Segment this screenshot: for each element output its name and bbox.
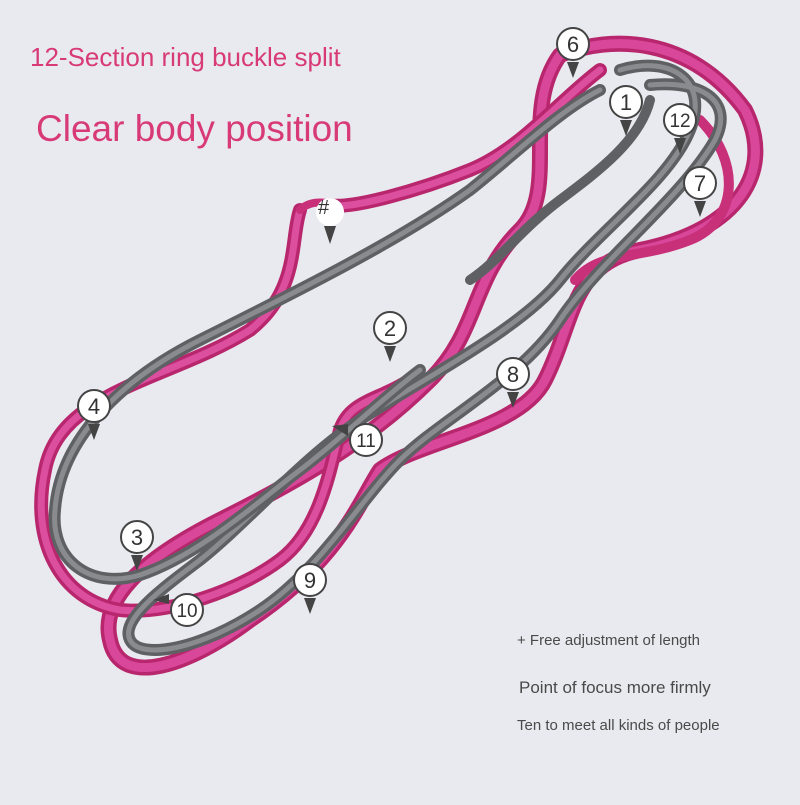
headline-feature: 12-Section ring buckle split: [30, 42, 341, 72]
strap-inner-gray: [48, 59, 727, 656]
marker-4-label: 4: [88, 394, 100, 419]
marker-hash-label: #: [318, 197, 330, 219]
marker-11-label: 11: [356, 431, 376, 452]
marker-2: 2: [373, 311, 407, 362]
marker-9: 9: [293, 563, 327, 614]
marker-7: 7: [683, 166, 717, 217]
marker-8: 8: [496, 357, 530, 408]
marker-8-label: 8: [507, 362, 519, 387]
marker-1-label: 1: [620, 90, 632, 115]
marker-9-label: 9: [304, 568, 316, 593]
marker-3-label: 3: [131, 525, 143, 550]
marker-4: 4: [77, 389, 111, 440]
marker-6: 6: [556, 27, 590, 78]
marker-hash: #: [316, 197, 344, 244]
feature-adjustable-length: + Free adjustment of length: [517, 632, 701, 649]
marker-1: 1: [609, 85, 643, 136]
marker-2-label: 2: [384, 316, 396, 341]
marker-12: 12: [663, 103, 697, 154]
marker-12-label: 12: [669, 111, 690, 132]
marker-6-label: 6: [567, 32, 579, 57]
headline-main: Clear body position: [36, 108, 353, 149]
marker-3: 3: [120, 520, 154, 571]
marker-7-label: 7: [694, 171, 706, 196]
marker-10: 10: [153, 593, 204, 627]
feature-all-people: Ten to meet all kinds of people: [517, 717, 720, 734]
marker-10-label: 10: [176, 601, 197, 622]
marker-11: 11: [332, 423, 383, 457]
feature-focus: Point of focus more firmly: [519, 678, 711, 697]
